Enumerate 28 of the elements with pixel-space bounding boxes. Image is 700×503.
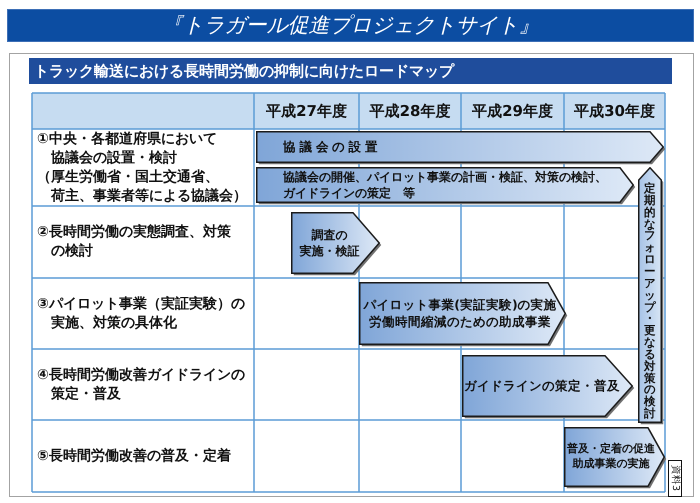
step-text: パイロット事業(実証実験)の実施 (363, 296, 557, 314)
column-header: 平成28年度 (359, 93, 461, 129)
row-label: ④長時間労働改善ガイドラインの策定・普及 (37, 366, 245, 404)
arrow-box (462, 355, 635, 419)
arrow-box (291, 212, 382, 276)
reference-tag: 資料3 (668, 460, 682, 497)
row-label: ③パイロット事業（実証実験）の実施、対策の具体化 (37, 294, 245, 332)
row-label: ②長時間労働の実態調査、対策の検討 (37, 223, 231, 261)
row-label: （厚生労働省・国土交通省、荷主、事業者等による協議会） (37, 168, 247, 206)
arrow-box (256, 131, 666, 165)
heading-banner: トラック輸送における長時間労働の抑制に向けたロードマップ (29, 58, 672, 84)
step-text: 普及・定着の促進助成事業の実施 (567, 442, 655, 472)
step-text: 労働時間縮減のための助成事業 (369, 314, 551, 330)
step-text: 協議会の設置 (283, 138, 382, 156)
upward-arrow-box (638, 167, 664, 425)
column-header: 平成29年度 (461, 93, 564, 129)
step-text: 協議会の開催、パイロット事業の計画・検証、対策の検討、ガイドラインの策定 等 (283, 168, 607, 202)
step-text: 調査の実施・検証 (300, 226, 360, 260)
arrow-box (256, 167, 636, 205)
arrow-box (359, 282, 568, 347)
title-banner: 『トラガール促進プロジェクトサイト』 (7, 9, 694, 42)
step-text: ガイドラインの策定・普及 (464, 378, 620, 394)
column-header: 平成30年度 (564, 93, 665, 129)
column-header: 平成27年度 (254, 93, 359, 129)
step-text: 定期的なフォローアップ・更なる対策の検討 (644, 183, 656, 420)
row-label: ⑤長時間労働改善の普及・定着 (37, 446, 231, 466)
row-label: ①中央・各都道府県において協議会の設置・検討 (37, 130, 217, 168)
arrow-box (564, 427, 667, 489)
